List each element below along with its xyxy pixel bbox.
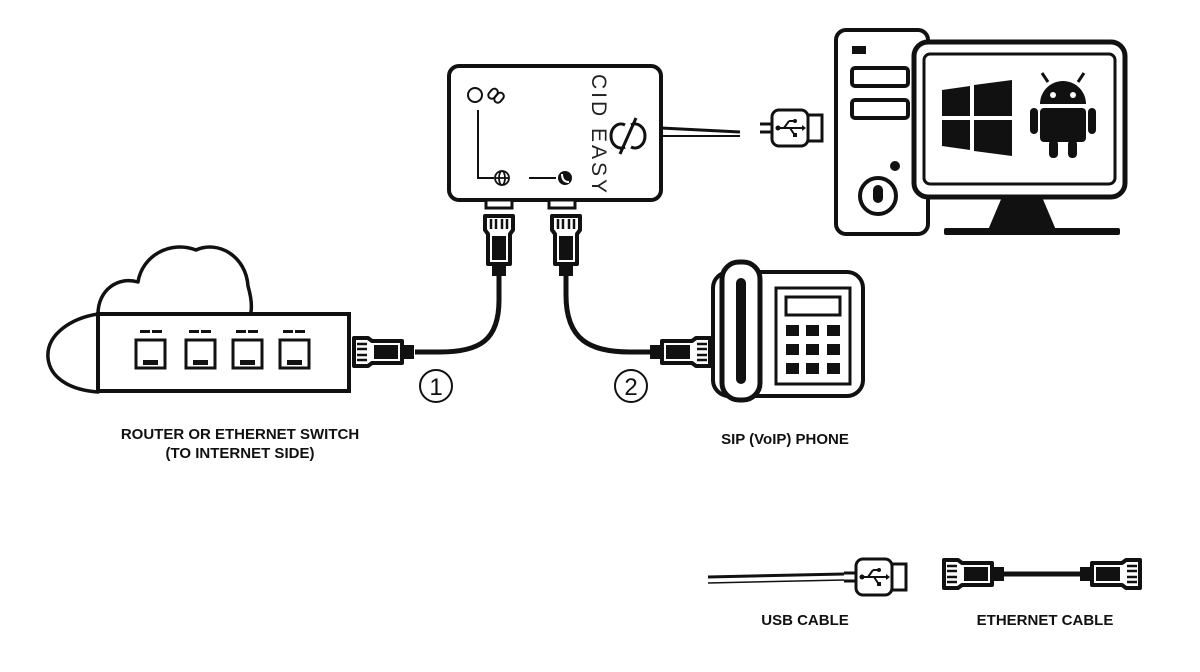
connection-number-1: 1	[419, 369, 453, 403]
router-icon	[96, 312, 351, 393]
usb-connector-icon	[758, 108, 824, 148]
cid-logo-icon	[609, 117, 647, 155]
desk-phone-icon	[711, 259, 865, 403]
android-logo-icon	[1030, 72, 1096, 158]
link-icon	[487, 87, 505, 104]
router-label: ROUTER OR ETHERNET SWITCH (TO INTERNET S…	[60, 425, 420, 463]
phone-label: SIP (VoIP) PHONE	[721, 431, 849, 448]
usb-connector-icon	[842, 557, 908, 597]
windows-logo-icon	[942, 80, 1012, 156]
ethernet-cable-1	[352, 214, 515, 368]
ethernet-connector-icon	[352, 336, 416, 368]
ethernet-connector-icon	[550, 214, 582, 278]
ethernet-connector-icon	[1078, 558, 1142, 590]
ethernet-cable-label: ETHERNET CABLE	[976, 612, 1114, 629]
ethernet-connector-icon	[648, 336, 712, 368]
ethernet-cable-2	[550, 214, 712, 368]
router-label-line2: (TO INTERNET SIDE)	[165, 445, 315, 462]
legend-usb-cable	[707, 557, 908, 597]
phone-status-icon	[558, 171, 572, 185]
connection-number-2: 2	[614, 369, 648, 403]
ethernet-connector-icon	[483, 214, 515, 278]
device-brand-text: CID EASY	[587, 74, 610, 196]
ethernet-connector-icon	[942, 558, 1006, 590]
globe-icon	[494, 170, 510, 186]
cid-easy-device: CID EASY	[447, 64, 663, 210]
usb-cable-device	[660, 108, 824, 148]
usb-cable-label: USB CABLE	[761, 612, 849, 629]
svg-text:1: 1	[429, 374, 442, 401]
router-group	[46, 245, 351, 394]
svg-text:2: 2	[624, 374, 637, 401]
router-label-line1: ROUTER OR ETHERNET SWITCH	[120, 426, 360, 443]
legend-ethernet-cable	[942, 558, 1142, 590]
desktop-computer-icon	[834, 28, 1128, 236]
cloud-icon	[46, 245, 254, 394]
